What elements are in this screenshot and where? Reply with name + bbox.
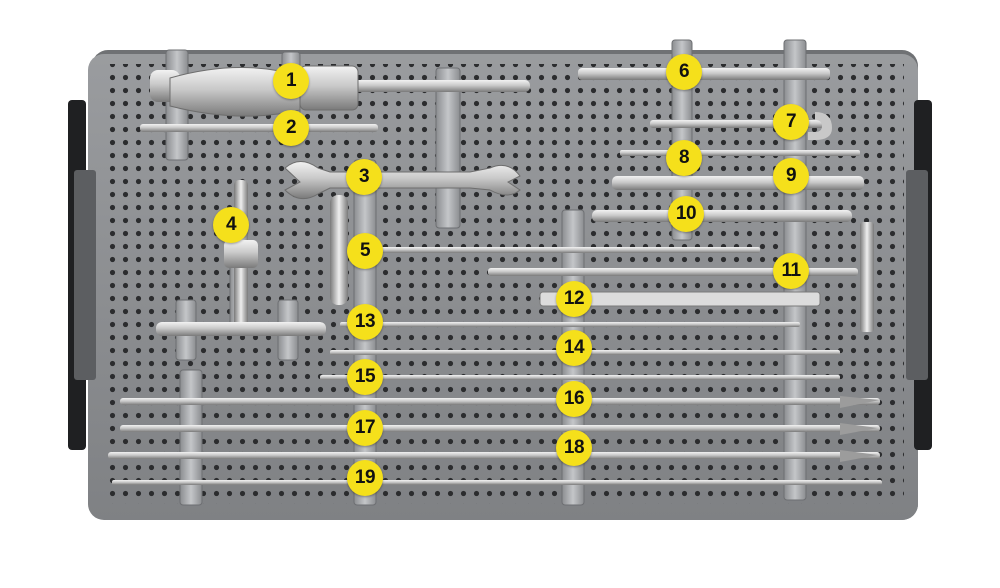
marker-10: 10 bbox=[668, 196, 704, 232]
marker-14: 14 bbox=[556, 330, 592, 366]
marker-12: 12 bbox=[556, 281, 592, 317]
marker-11: 11 bbox=[773, 253, 809, 289]
marker-19: 19 bbox=[347, 460, 383, 496]
marker-1: 1 bbox=[273, 63, 309, 99]
marker-7: 7 bbox=[773, 104, 809, 140]
marker-5: 5 bbox=[347, 233, 383, 269]
marker-8: 8 bbox=[666, 140, 702, 176]
tray-handles bbox=[68, 100, 932, 450]
marker-15: 15 bbox=[347, 359, 383, 395]
marker-9: 9 bbox=[773, 158, 809, 194]
drill-tips bbox=[840, 396, 880, 462]
marker-2: 2 bbox=[273, 110, 309, 146]
wrench-instrument-3 bbox=[284, 161, 521, 200]
handle-instrument-1 bbox=[150, 65, 530, 117]
marker-3: 3 bbox=[346, 159, 382, 195]
rod-instrument-2 bbox=[140, 124, 378, 132]
marker-17: 17 bbox=[347, 410, 383, 446]
long-drill-bits bbox=[108, 322, 882, 485]
marker-16: 16 bbox=[556, 381, 592, 417]
marker-13: 13 bbox=[347, 304, 383, 340]
marker-6: 6 bbox=[666, 54, 702, 90]
marker-18: 18 bbox=[556, 430, 592, 466]
cylinder-5 bbox=[330, 195, 760, 305]
marker-4: 4 bbox=[213, 207, 249, 243]
